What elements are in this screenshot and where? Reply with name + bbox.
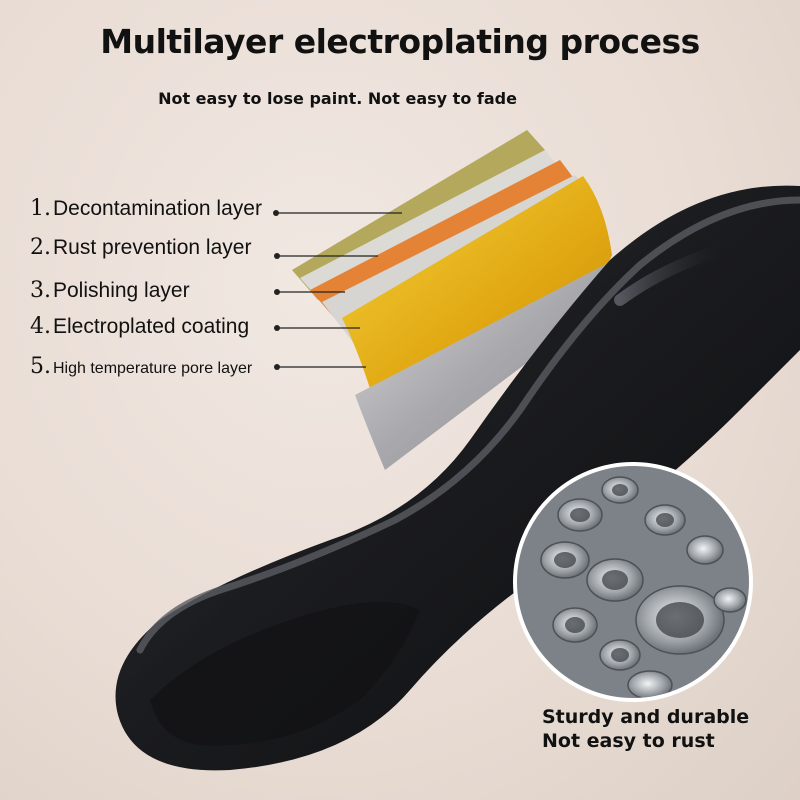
- layer-label: Rust prevention layer: [53, 236, 252, 259]
- layer-label: Electroplated coating: [53, 315, 250, 338]
- layer-item-3: 3. Polishing layer: [30, 278, 190, 303]
- page-title: Multilayer electroplating process: [100, 22, 700, 61]
- layer-stack: [292, 130, 612, 470]
- layer-label: Decontamination layer: [53, 197, 262, 220]
- feature-line-1: Sturdy and durable: [542, 706, 750, 728]
- feature-text: Sturdy and durable Not easy to rust: [542, 705, 749, 753]
- pointer-dot: [274, 325, 280, 331]
- layer-item-5: 5. High temperature pore layer: [30, 354, 252, 379]
- layer-number: 2.: [30, 235, 51, 260]
- layer-item-1: 1. Decontamination layer: [30, 196, 262, 221]
- steel-tubes-image: [513, 462, 753, 702]
- layer-number: 3.: [30, 278, 51, 303]
- leader-lines: [277, 212, 402, 368]
- layer-pore: [355, 262, 610, 470]
- layer-number: 4.: [30, 314, 51, 339]
- layer-item-4: 4. Electroplated coating: [30, 314, 249, 339]
- layer-label: High temperature pore layer: [53, 360, 253, 377]
- pointer-dot: [273, 210, 279, 216]
- layer-label: Polishing layer: [53, 279, 190, 302]
- layer-item-2: 2. Rust prevention layer: [30, 235, 251, 260]
- page-subtitle: Not easy to lose paint. Not easy to fade: [158, 89, 517, 108]
- layer-number: 5.: [30, 354, 51, 379]
- pointer-dot: [274, 253, 280, 259]
- pointer-dot: [274, 364, 280, 370]
- pointer-dot: [274, 289, 280, 295]
- feature-line-2: Not easy to rust: [542, 730, 715, 752]
- layer-gold: [342, 176, 612, 395]
- layer-number: 1.: [30, 196, 51, 221]
- cabinet-handle: [115, 185, 800, 771]
